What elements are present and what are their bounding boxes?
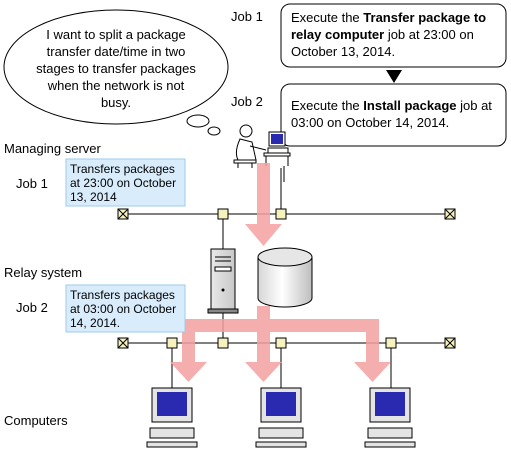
- thought-bubble: [3, 9, 229, 136]
- job2-name: Install package: [363, 98, 457, 113]
- managing-job-label: Job 1: [16, 176, 48, 191]
- relay-network: [117, 313, 456, 392]
- job2-label: Job 2: [231, 94, 263, 109]
- terminator: [117, 337, 129, 349]
- network-node: [217, 337, 229, 349]
- terminator: [444, 208, 456, 220]
- job-sequence-arrow: [386, 70, 402, 83]
- distribution-bar: [182, 319, 379, 332]
- managing-network: [117, 168, 456, 250]
- computer-icon: [364, 387, 416, 448]
- managing-server-title: Managing server: [4, 141, 101, 156]
- job2-text: Execute the Install package job at 03:00…: [291, 98, 492, 130]
- managing-note-text: Transfers packages at 23:00 on October 1…: [70, 162, 177, 204]
- relay-job-label: Job 2: [16, 300, 48, 315]
- job2-box: [280, 83, 507, 147]
- computer-icon: [255, 387, 307, 448]
- job1-name: Transfer package to relay computer: [291, 10, 487, 42]
- computers-title: Computers: [4, 413, 68, 428]
- network-node: [217, 208, 229, 220]
- job1-box: [280, 3, 507, 68]
- relay-system-title: Relay system: [4, 265, 83, 280]
- job1-label: Job 1: [231, 9, 263, 24]
- computer-icon: [146, 387, 198, 448]
- transfer-arrow-to-computer: [245, 330, 282, 382]
- network-node: [275, 337, 287, 349]
- relay-server-icon: [207, 248, 239, 314]
- transfer-arrow-to-relay: [245, 163, 282, 246]
- thought-text: I want to split a package transfer date/…: [14, 26, 218, 111]
- operator-icon: [233, 124, 291, 182]
- terminator: [117, 208, 129, 220]
- transfer-arrow-to-computer: [354, 319, 391, 382]
- relay-note-text: Transfers packages at 03:00 on October 1…: [70, 288, 177, 330]
- thought-line: stages to transfer packages: [36, 61, 196, 76]
- database-icon: [257, 247, 313, 308]
- network-node: [385, 337, 397, 349]
- transfer-arrows: [170, 163, 391, 382]
- thought-line: I want to split a package: [46, 27, 186, 42]
- network-node: [275, 208, 287, 220]
- terminator: [444, 337, 456, 349]
- managing-note-box: [65, 158, 186, 207]
- relay-note-box: [65, 284, 186, 333]
- job1-text: Execute the Transfer package to relay co…: [291, 10, 487, 59]
- thought-line: when the network is not: [47, 78, 185, 93]
- thought-line: busy.: [100, 95, 132, 110]
- thought-line: transfer date/time in two: [46, 44, 186, 59]
- transfer-arrow-to-computer: [170, 319, 207, 382]
- network-node: [166, 337, 178, 349]
